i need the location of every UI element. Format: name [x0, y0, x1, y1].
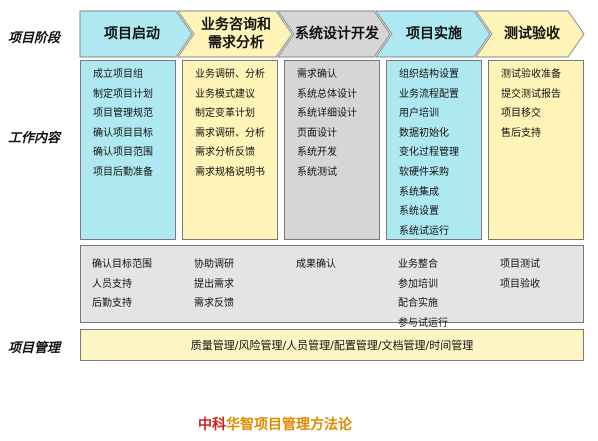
work-item: 变化过程管理 — [399, 147, 459, 159]
work-item: 需求分析反馈 — [195, 147, 255, 159]
management-bar-text: 质量管理/风险管理/人员管理/配置管理/文档管理/时间管理 — [190, 339, 474, 352]
work-box-3: 需求确认 系统总体设计 系统详细设计 页面设计 系统开发 系统测试 — [284, 60, 380, 240]
task-item: 配合实施 — [398, 298, 438, 310]
work-box-5: 测试验收准备 提交测试报告 项目移交 售后支持 — [488, 60, 584, 240]
management-row-label: 项目管理 — [8, 341, 61, 356]
work-item: 数据初始化 — [399, 127, 449, 139]
task-item: 参与试运行 — [398, 317, 448, 329]
content-row-label: 工作内容 — [8, 131, 61, 146]
work-item: 售后支持 — [501, 127, 541, 139]
work-item: 页面设计 — [297, 127, 337, 139]
work-item: 需求规格说明书 — [195, 166, 265, 178]
phase-4-arrow — [375, 10, 491, 58]
phase-5-arrow — [475, 10, 585, 58]
phase-5-label: 测试验收 — [504, 26, 560, 42]
work-item: 系统总体设计 — [297, 88, 357, 100]
task-item: 需求反馈 — [194, 298, 234, 310]
work-item: 系统集成 — [399, 186, 439, 198]
task-item: 业务整合 — [398, 259, 438, 270]
phase-2-arrow — [177, 10, 293, 58]
work-box-4: 组织结构设置 业务流程配置 用户培训 数据初始化 变化过程管理 软硬件采购 系统… — [386, 60, 482, 240]
task-item: 参加培训 — [398, 278, 438, 290]
task-item: 后勤支持 — [92, 298, 132, 310]
task-item: 人员支持 — [92, 278, 132, 290]
footer-title-part2: 华智项目管理方法论 — [226, 417, 352, 433]
work-item: 需求确认 — [297, 69, 337, 80]
work-item: 软硬件采购 — [399, 166, 449, 178]
task-item: 项目测试 — [500, 259, 540, 270]
work-item: 业务模式建议 — [195, 88, 255, 100]
work-item: 项目移交 — [501, 108, 541, 120]
client-tasks-col-3: 成果确认 — [296, 255, 336, 275]
work-item: 系统试运行 — [399, 225, 449, 237]
work-item: 成立项目组 — [93, 69, 143, 80]
work-item: 制定变革计划 — [195, 108, 255, 120]
client-tasks-col-4: 业务整合 参加培训 配合实施 参与试运行 — [398, 255, 448, 333]
client-tasks-col-1: 确认目标范围 人员支持 后勤支持 — [92, 255, 152, 314]
work-item: 业务调研、分析 — [195, 69, 265, 80]
client-tasks-col-2: 协助调研 提出需求 需求反馈 — [194, 255, 234, 314]
work-item: 提交测试报告 — [501, 88, 561, 100]
work-item: 用户培训 — [399, 108, 439, 120]
phase-3-label: 系统设计开发 — [295, 26, 379, 42]
task-item: 协助调研 — [194, 259, 234, 270]
phase-1-label: 项目启动 — [104, 26, 160, 42]
client-tasks-col-5: 项目测试 项目验收 — [500, 255, 540, 294]
stage-row-label: 项目阶段 — [8, 31, 61, 46]
work-item: 确认项目目标 — [93, 127, 153, 139]
work-item: 项目管理规范 — [93, 108, 153, 120]
work-item: 制定项目计划 — [93, 88, 153, 100]
phase-4-label: 项目实施 — [406, 26, 462, 42]
work-item: 系统设置 — [399, 206, 439, 218]
work-item: 需求调研、分析 — [195, 127, 265, 139]
work-item: 系统开发 — [297, 147, 337, 159]
task-item: 确认目标范围 — [92, 259, 152, 270]
work-item: 项目后勤准备 — [93, 166, 153, 178]
work-item: 组织结构设置 — [399, 69, 459, 80]
work-item: 测试验收准备 — [501, 69, 561, 80]
phase-2-label: 业务咨询和需求分析 — [201, 17, 271, 51]
task-item: 项目验收 — [500, 278, 540, 290]
work-item: 系统测试 — [297, 166, 337, 178]
footer-title-part1: 中科 — [198, 417, 226, 433]
work-item: 系统详细设计 — [297, 108, 357, 120]
phase-3-arrow — [277, 10, 391, 58]
task-item: 提出需求 — [194, 278, 234, 290]
phase-arrows — [79, 10, 585, 58]
task-item: 成果确认 — [296, 259, 336, 270]
footer-title: 中科华智项目管理方法论 — [198, 414, 352, 434]
work-box-2: 业务调研、分析 业务模式建议 制定变革计划 需求调研、分析 需求分析反馈 需求规… — [182, 60, 278, 240]
work-box-1: 成立项目组 制定项目计划 项目管理规范 确认项目目标 确认项目范围 项目后勤准备 — [80, 60, 176, 240]
client-tasks-panel — [80, 245, 584, 323]
work-item: 业务流程配置 — [399, 88, 459, 100]
work-item: 确认项目范围 — [93, 147, 153, 159]
phase-1-arrow — [79, 10, 193, 58]
project-management-bar: 质量管理/风险管理/人员管理/配置管理/文档管理/时间管理 — [80, 329, 584, 361]
